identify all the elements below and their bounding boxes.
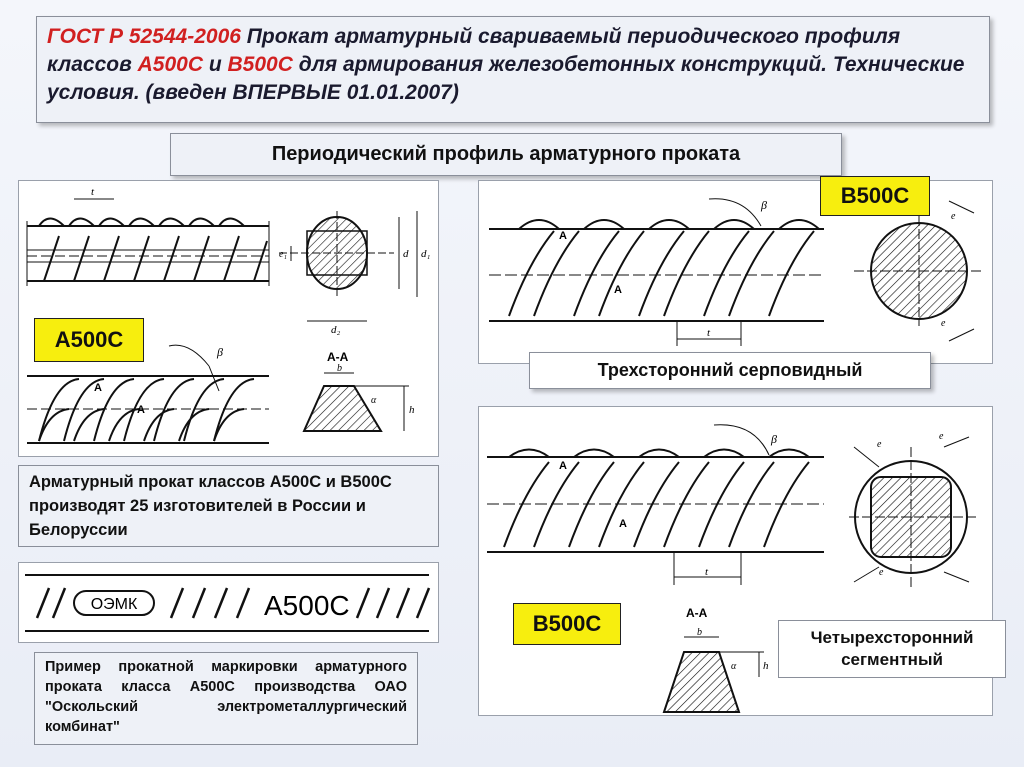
alpha-label-1: α: [371, 395, 377, 406]
e-label-b3: e: [877, 439, 882, 450]
manufacturers-note: Арматурный прокат классов А500С и В500С …: [18, 465, 439, 547]
a500c-tag: А500С: [34, 318, 144, 362]
marking-drawing: ОЭМК А500С: [25, 574, 431, 632]
d2-label: d₂: [331, 324, 341, 336]
marking-example-panel: ОЭМК А500С: [18, 562, 439, 643]
b500c-rebar-side-view: [489, 198, 824, 346]
b500c-tag-bottom: В500С: [513, 603, 621, 645]
d-label: d: [403, 248, 409, 260]
a500c-rib-section: [302, 372, 409, 432]
title-part2: для армирования железобетонных конструкц…: [47, 53, 965, 104]
a500c-drawing-panel: t d d₁ d₂ e₁ β А А: [18, 180, 439, 457]
a500c-rebar-side-view: [26, 217, 270, 286]
a-mark-b3: А: [559, 460, 567, 472]
and-label: и: [203, 53, 228, 76]
title-part1: Прокат арматурный свариваемый периодичес…: [47, 25, 901, 76]
b500c-rib-section: [662, 636, 764, 713]
marking-slashes-left: [35, 587, 67, 619]
a500c-drawings: t d d₁ d₂ e₁ β А А: [26, 186, 431, 444]
t-label: t: [91, 186, 95, 198]
e-label-b4: e: [939, 431, 944, 442]
h-label-1: h: [409, 404, 415, 416]
t-label-b1: t: [707, 327, 711, 339]
class-a-label: А500С: [137, 53, 203, 76]
marking-slashes-mid: [169, 587, 251, 619]
beta-label: β: [216, 345, 223, 359]
t-label-b2: t: [705, 566, 709, 578]
h-label-2: h: [763, 660, 769, 672]
b-label-2: b: [697, 627, 702, 638]
section-aa-label-1: А-А: [327, 350, 349, 364]
beta-label-b1: β: [760, 198, 767, 212]
four-sided-caption: Четырехсторонний сегментный: [778, 620, 1006, 678]
e-label-b5: e: [879, 567, 884, 578]
a500c-rebar-rib-view: [27, 344, 269, 444]
e1-label: e₁: [279, 249, 287, 260]
d1-label: d₁: [421, 248, 431, 260]
header-title: ГОСТ Р 52544-2006 Прокат арматурный свар…: [36, 16, 990, 123]
b500c-four-sided-drawing: t β А А e e e А-А b h α: [487, 424, 977, 713]
class-b-label: В500С: [227, 53, 293, 76]
e-label-b1: e: [951, 211, 956, 222]
alpha-label-2: α: [731, 661, 737, 672]
page-subtitle: Периодический профиль арматурного прокат…: [170, 133, 842, 176]
b500c-three-sided-drawing: t β А А e e: [489, 198, 984, 346]
gost-number: ГОСТ Р 52544-2006: [47, 25, 241, 48]
marking-note: Пример прокатной маркировки арматурного …: [34, 652, 418, 745]
b-label-1: b: [337, 363, 342, 374]
a-mark-b2: А: [614, 284, 622, 296]
b500c-tag-top: В500С: [820, 176, 930, 216]
b500c-four-sided-section: [849, 436, 977, 587]
a-mark-1: А: [94, 382, 102, 394]
section-aa-label-2: А-А: [686, 606, 708, 620]
e-label-b2: e: [941, 318, 946, 329]
three-sided-caption: Трехсторонний серповидный: [529, 352, 931, 389]
a-mark-2: А: [137, 404, 145, 416]
a-mark-b1: А: [559, 230, 567, 242]
a-mark-b4: А: [619, 518, 627, 530]
oemk-logo-frame: [73, 590, 155, 616]
marking-slashes-right: [355, 587, 431, 619]
b500c-rebar-side-view-2: [487, 424, 824, 585]
oemk-logo: ОЭМК: [91, 596, 138, 613]
b500c-three-sided-section: [854, 200, 984, 342]
beta-label-b2: β: [770, 432, 777, 446]
a500c-cross-section: [279, 211, 418, 322]
marking-code: А500С: [264, 590, 350, 621]
